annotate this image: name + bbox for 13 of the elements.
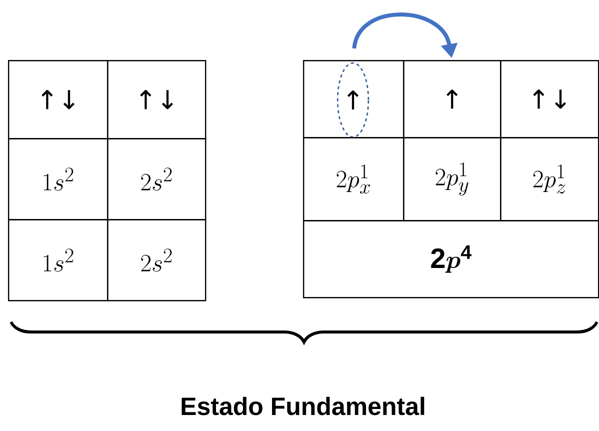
table-cell: $2p_y^1$ (403, 137, 502, 222)
table-cell: $1s^2$ (8, 219, 108, 302)
table-cell: $2s^2$ (107, 219, 206, 302)
bracket-label: Estado Fundamental (182, 396, 424, 416)
table-cell: $2s^2$ (107, 138, 206, 220)
table-cell: ↑↓ (500, 60, 599, 138)
table-cell: $2p_z^1$ (500, 137, 599, 222)
table-cell: $\mathbf{2}\boldsymbol{p}^{\mathbf{4}}$ (303, 220, 599, 298)
table-cell: ↑↓ (107, 60, 206, 140)
table-cell: $2p_x^1$ (303, 137, 404, 222)
table-cell: $1s^2$ (8, 138, 108, 220)
table-cell: ↑ (403, 60, 502, 138)
table-cell: ↑↓ (8, 60, 108, 140)
